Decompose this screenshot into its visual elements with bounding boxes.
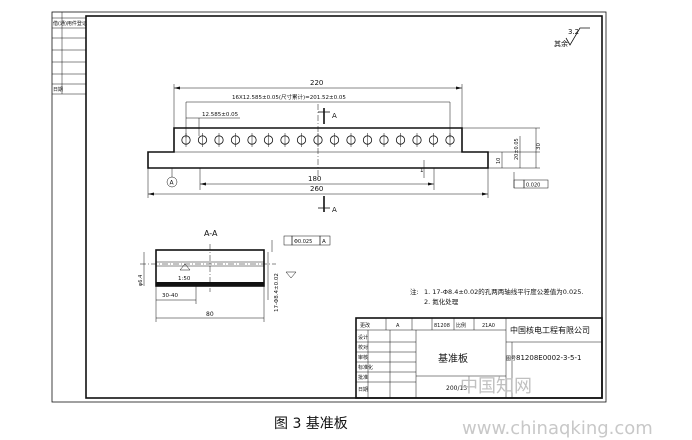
front-view: 220 16X12.585±0.05(尺寸累计)=201.52±0.05 12.…: [147, 79, 549, 214]
section-title: A-A: [204, 229, 218, 238]
section-tol-datum: A: [322, 239, 326, 245]
tb-side-4: 批准: [358, 374, 368, 381]
dim-pitch-total: 16X12.585±0.05(尺寸累计)=201.52±0.05: [232, 93, 346, 101]
section-mark-top: A: [332, 112, 337, 120]
drawing-border: [85, 15, 603, 399]
tb-header-6: 21A0: [482, 323, 495, 329]
tb-header-3: 81208: [434, 323, 450, 329]
section-angle: 1:50: [178, 276, 191, 282]
tb-header-1: A: [396, 323, 400, 329]
flatness-value: 0.020: [526, 183, 540, 189]
title-block: 更改 A 81208 比例 21A0 设计 校对 审核 标准化 批准 日期 中国…: [355, 317, 603, 399]
tb-drawing-no: 81208E0002-3-5-1: [516, 354, 581, 362]
tb-side-5: 日期: [358, 387, 368, 393]
dim-pitch: 12.585±0.05: [202, 112, 239, 118]
tb-side-3: 标准化: [358, 364, 373, 371]
section-view: A-A Φ0.025 A φ6.4 1:50 17-Φ8.4±0.02 30-4…: [138, 229, 331, 322]
dim-step: 10: [496, 158, 502, 164]
tb-scale: 200/13: [446, 385, 467, 392]
dim-slot: 1: [420, 168, 424, 174]
dim-height-tol: 20±0.05: [514, 138, 520, 160]
section-tol-value: Φ0.025: [294, 239, 312, 245]
section-width-tol: 30-40: [162, 293, 178, 299]
tb-part-name: 基准板: [438, 352, 468, 365]
left-strip: 借(通)用件登记 日期: [52, 12, 87, 95]
dim-height: 30: [536, 143, 542, 150]
notes: 注: 1. 17-Φ8.4±0.02的孔两两轴线平行度公差值为0.025. 2.…: [410, 287, 583, 306]
section-mark-bottom: A: [332, 206, 337, 214]
section-length: 80: [206, 311, 214, 318]
watermark-logo: 中国知网: [460, 376, 532, 397]
outer-frame: [51, 11, 607, 403]
roughness-value: 3.2: [568, 28, 579, 36]
tb-company: 中国核电工程有限公司: [510, 325, 590, 335]
section-hole-depth: 17-Φ8.4±0.02: [274, 273, 280, 312]
dim-overall-bottom: 260: [310, 185, 323, 193]
note-1: 1. 17-Φ8.4±0.02的孔两两轴线平行度公差值为0.025.: [424, 287, 583, 296]
tb-header-4: 比例: [456, 322, 466, 329]
section-hole-len: φ6.4: [138, 275, 144, 286]
strip-label-2: 日期: [53, 87, 63, 93]
figure-caption: 图 3 基准板: [274, 415, 348, 432]
notes-prefix: 注:: [410, 287, 419, 296]
tb-side-2: 审核: [358, 354, 368, 361]
tb-header-0: 更改: [360, 322, 370, 329]
watermark-url: www.chinaqking.com: [462, 418, 653, 439]
tb-side-1: 校对: [358, 344, 368, 351]
roughness-label: 其余: [554, 39, 568, 48]
note-2: 2. 氮化处理: [424, 297, 459, 306]
roughness-symbol: 其余 3.2: [554, 27, 590, 48]
dim-overall-top: 220: [310, 79, 323, 87]
tb-side-0: 设计: [358, 334, 368, 341]
dim-inner-bottom: 180: [308, 175, 321, 183]
datum-a: A: [170, 180, 175, 187]
strip-label-1: 借(通)用件登记: [53, 20, 87, 27]
tb-right-label: 图号: [506, 356, 516, 362]
